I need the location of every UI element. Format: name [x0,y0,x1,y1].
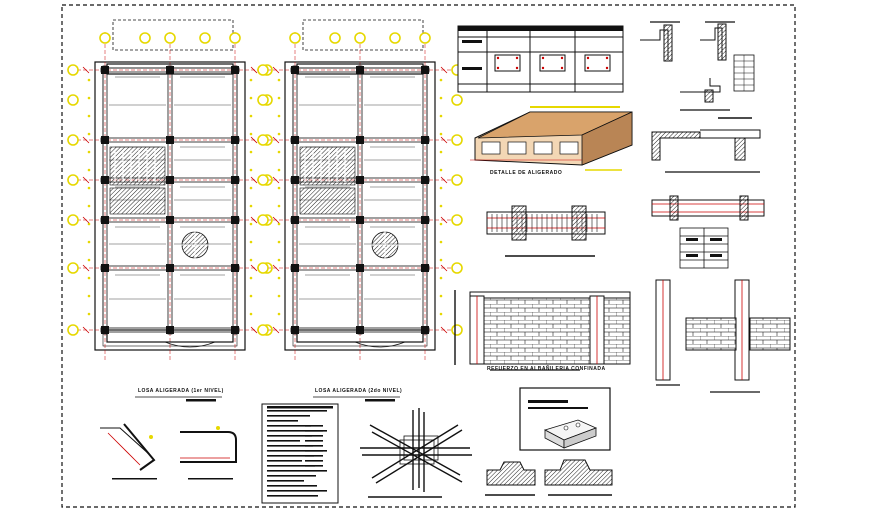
column-schedule-table [457,25,624,93]
rebar-hook-detail-1 [100,423,157,480]
masonry-detail-title: REFUERZO EN ALBAÑILERIA CONFINADA [487,366,606,372]
beam-column-joint-details [640,21,755,111]
footing-detail-2 [544,459,613,496]
rebar-3d-intersection-detail [360,408,472,498]
stirrup-schedule-table [679,227,729,269]
plan-2-title: LOSA ALIGERADA (2do NIVEL) [315,388,403,394]
floor-plan-1st-level [67,19,273,360]
plan-1-title-underline [135,396,222,402]
general-notes-block [261,403,339,504]
footing-detail-1 [485,461,536,496]
aligerado-slab-3d-detail [470,106,633,171]
plan-2-title-underline [313,396,400,402]
beam-longitudinal-detail [651,195,765,221]
floor-plan-2nd-level [257,19,463,360]
beam-elevation-detail [486,205,606,257]
slab-beam-section-details [651,117,761,173]
slab-detail-title: DETALLE DE ALIGERADO [490,170,563,176]
block-detail-box [519,387,611,451]
plan-1-title: LOSA ALIGERADA (1er NIVEL) [138,388,224,394]
sheet-border [61,4,796,508]
rebar-hook-detail-2 [180,426,237,480]
confined-column-details [655,279,791,393]
confined-masonry-wall-detail [454,290,631,371]
